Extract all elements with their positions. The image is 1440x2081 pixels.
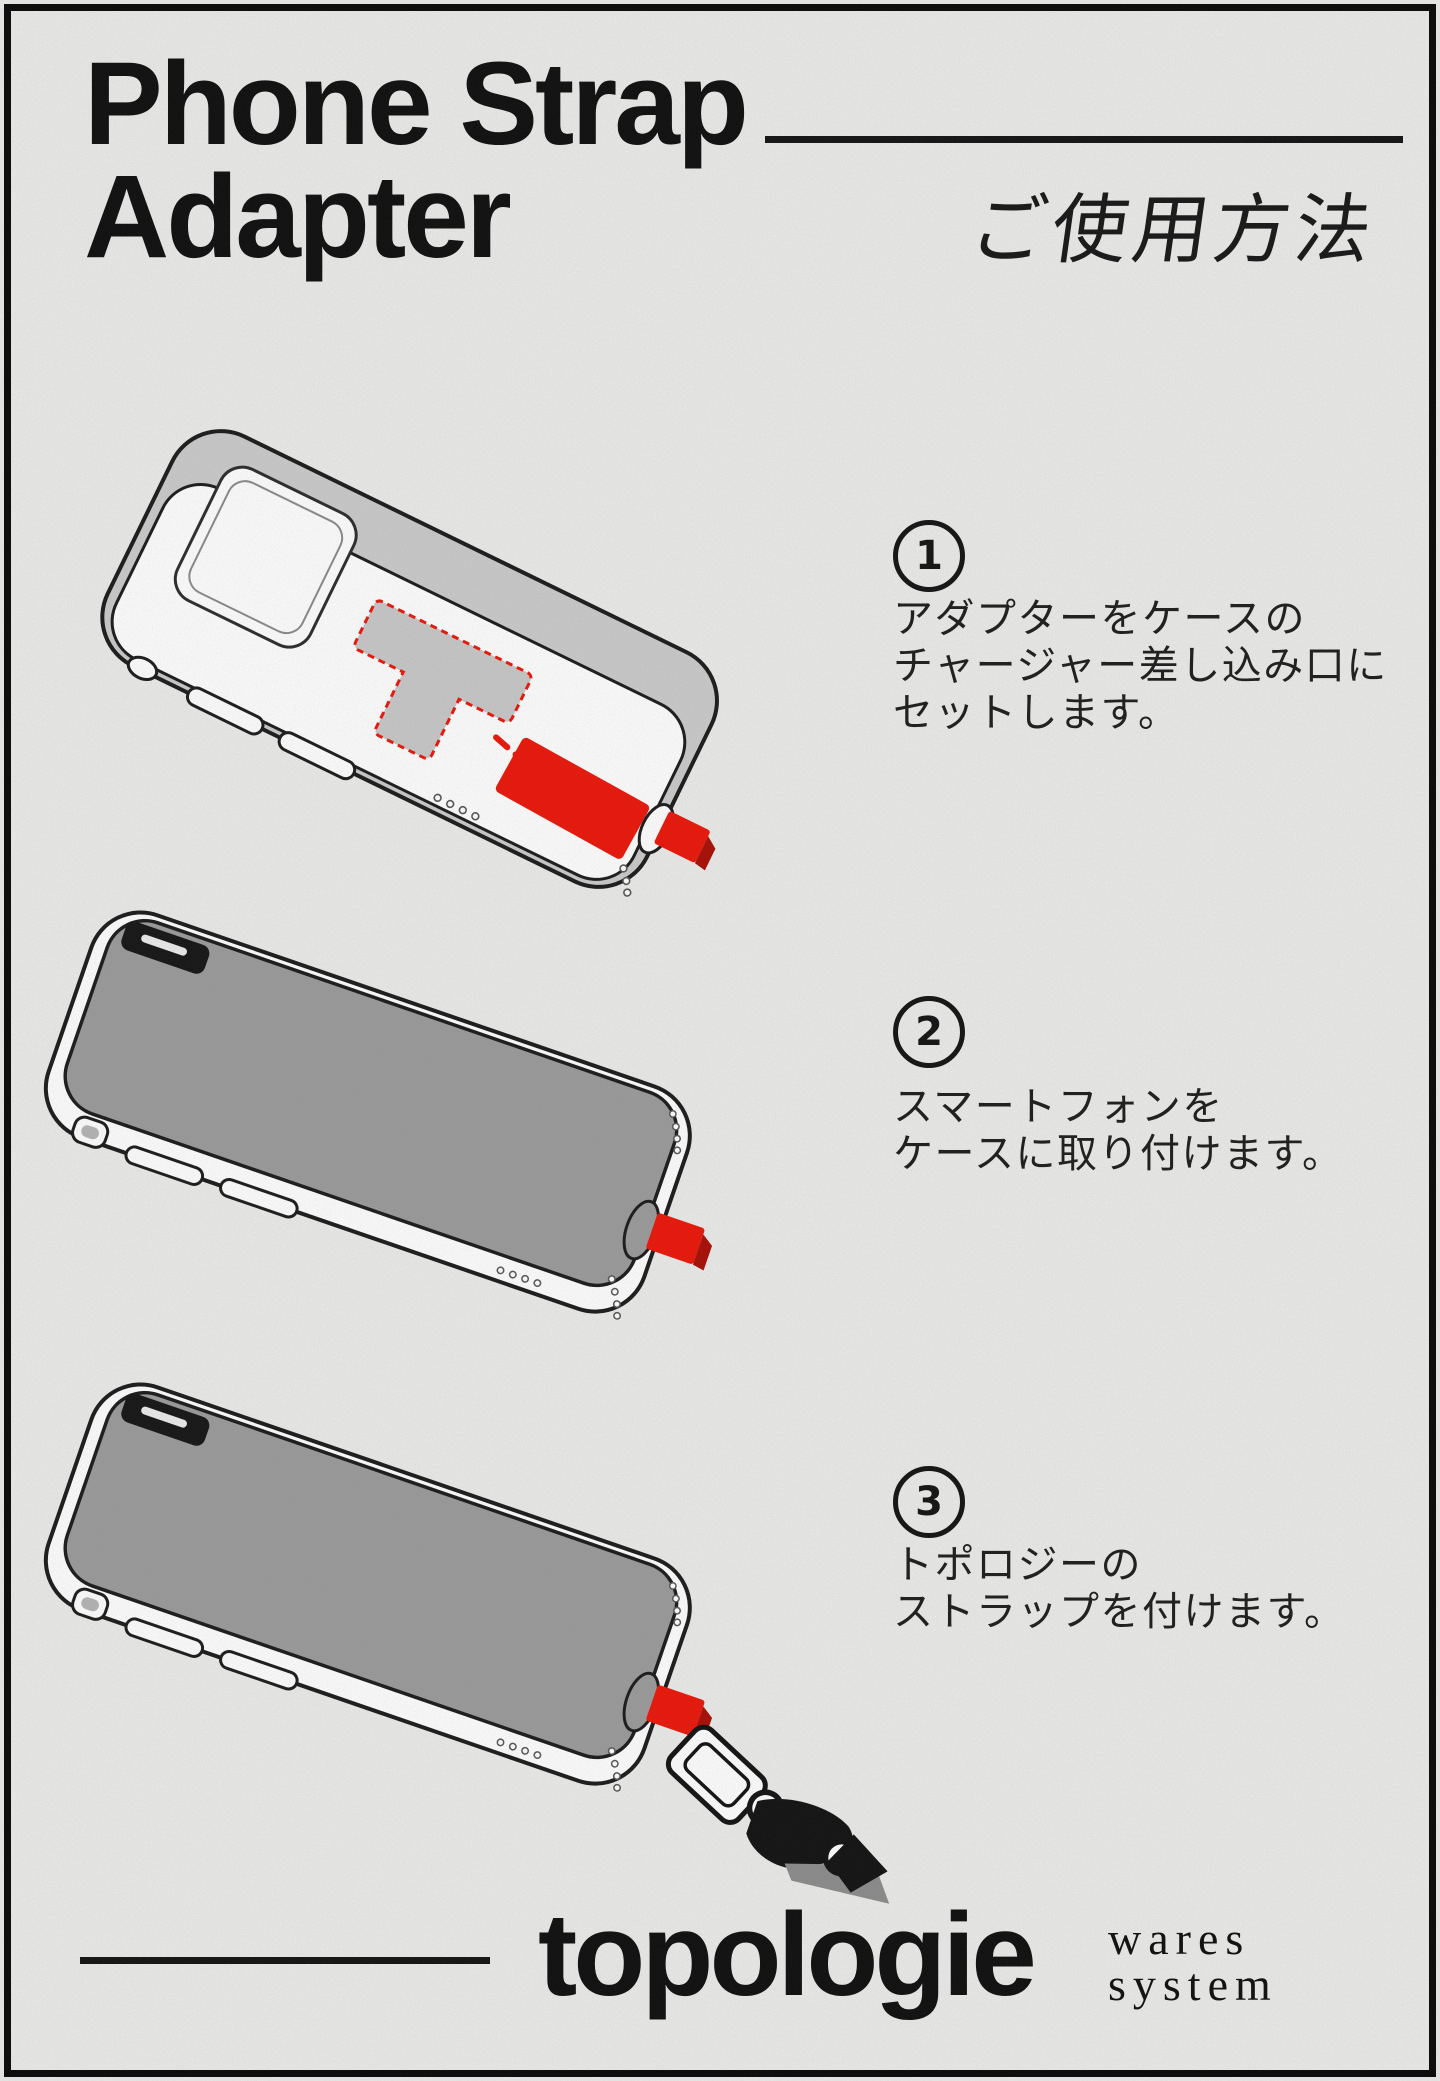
step-1-line1: アダプターをケースの xyxy=(893,596,1306,642)
step-1-line2: チャージャー差し込み口に xyxy=(893,642,1388,689)
illustration-case-adapter xyxy=(100,429,719,897)
step-1-number-badge: 1 xyxy=(893,520,965,592)
page-title-line1: Phone Strap xyxy=(84,38,749,170)
footer-rule xyxy=(80,1957,490,1964)
strap-assembly xyxy=(665,1724,890,1904)
brand-suffix: wares system xyxy=(1108,1916,1278,2008)
step-2-number-badge: 2 xyxy=(893,996,965,1068)
page-title-line2: Adapter xyxy=(84,151,512,284)
header-rule xyxy=(765,136,1403,143)
illustration-phone-with-strap xyxy=(27,1368,890,1904)
step-1-line3: セットします。 xyxy=(893,689,1180,736)
brand-suffix-line2: system xyxy=(1108,1959,1278,2010)
usage-heading: ご使用方法 xyxy=(964,185,1383,274)
brand-logo: topologie xyxy=(538,1889,1037,2021)
step-2-text: スマートフォンを ケースに取り付けます。 xyxy=(893,1084,1344,1178)
step-2-number: 2 xyxy=(893,996,965,1068)
step-1-number: 1 xyxy=(893,520,965,592)
step-2-line1: スマートフォンを xyxy=(893,1084,1224,1130)
illustration-phone-in-case xyxy=(35,896,735,1353)
step-2-line2: ケースに取り付けます。 xyxy=(893,1130,1344,1177)
step-1-text: アダプターをケースの チャージャー差し込み口に セットします。 xyxy=(893,596,1388,736)
brand-suffix-line1: wares xyxy=(1108,1913,1251,1964)
page-title: Phone Strap Adapter xyxy=(84,38,749,284)
